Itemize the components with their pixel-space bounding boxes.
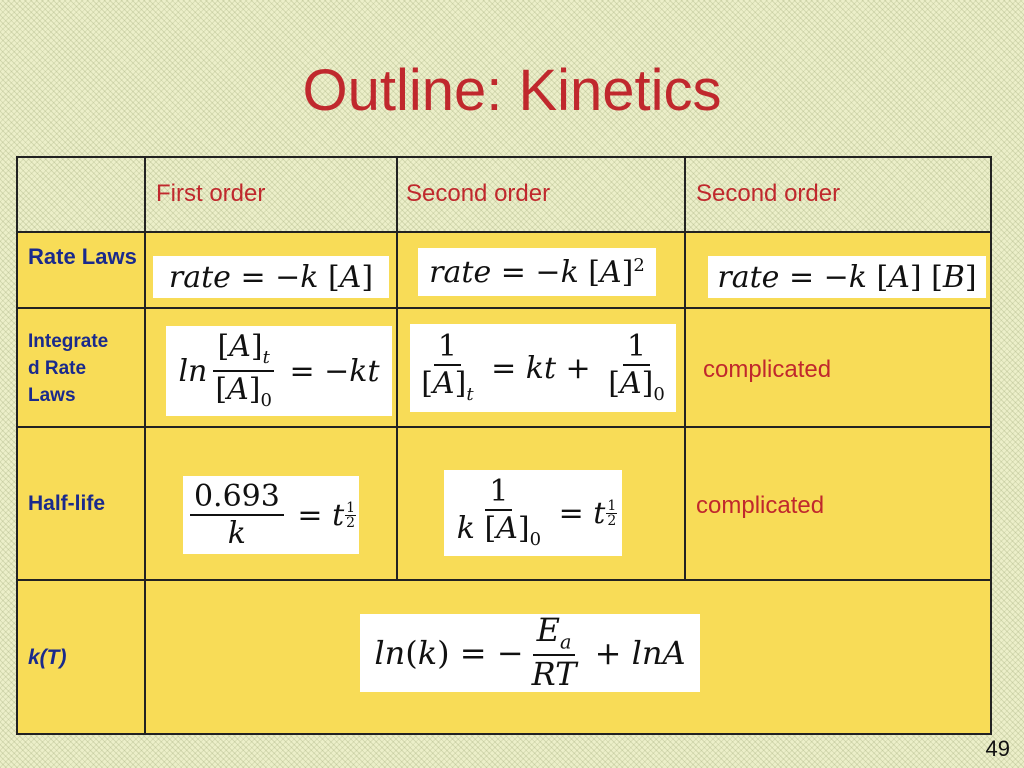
- table-divider: [16, 579, 992, 581]
- row-label-integrated-rate-laws: Integrate d Rate Laws: [28, 328, 128, 409]
- complicated-note-half-life: complicated: [696, 492, 825, 519]
- equation-integrated-first-order: ln [A]t[A]0 = −kt: [166, 326, 392, 416]
- equation-integrated-second-order: 1[A]t = kt + 1[A]0: [410, 324, 676, 412]
- col-header-second-order: Second order: [406, 180, 551, 207]
- table-divider: [396, 156, 398, 580]
- equation-rate-law-second-order-ab: rate = −k [A] [B]: [708, 256, 986, 298]
- table-divider: [144, 156, 146, 735]
- col-header-first-order: First order: [156, 180, 266, 207]
- page-number: 49: [985, 736, 1010, 761]
- kinetics-table: First order Second order Second order Ra…: [16, 156, 992, 735]
- equation-rate-law-first-order: rate = −k [A]: [153, 256, 389, 298]
- row-label-line: Integrate: [28, 331, 109, 352]
- table-divider: [684, 156, 686, 580]
- row-label-line: Laws: [28, 385, 76, 406]
- table-header-row: [16, 156, 992, 232]
- slide-title: Outline: Kinetics: [302, 58, 722, 123]
- table-divider: [16, 307, 992, 309]
- row-label-line: d Rate: [28, 358, 87, 379]
- table-border: [16, 156, 992, 735]
- equation-rate-law-second-order: rate = −k [A]2: [418, 248, 656, 296]
- complicated-note-integrated: complicated: [703, 356, 832, 383]
- row-label-rate-laws: Rate Laws: [28, 244, 137, 269]
- table-divider: [16, 231, 992, 233]
- table-divider: [16, 426, 992, 428]
- row-label-k-of-t: k(T): [28, 646, 67, 669]
- col-header-second-order-ab: Second order: [696, 180, 841, 207]
- row-label-half-life: Half-life: [28, 492, 106, 515]
